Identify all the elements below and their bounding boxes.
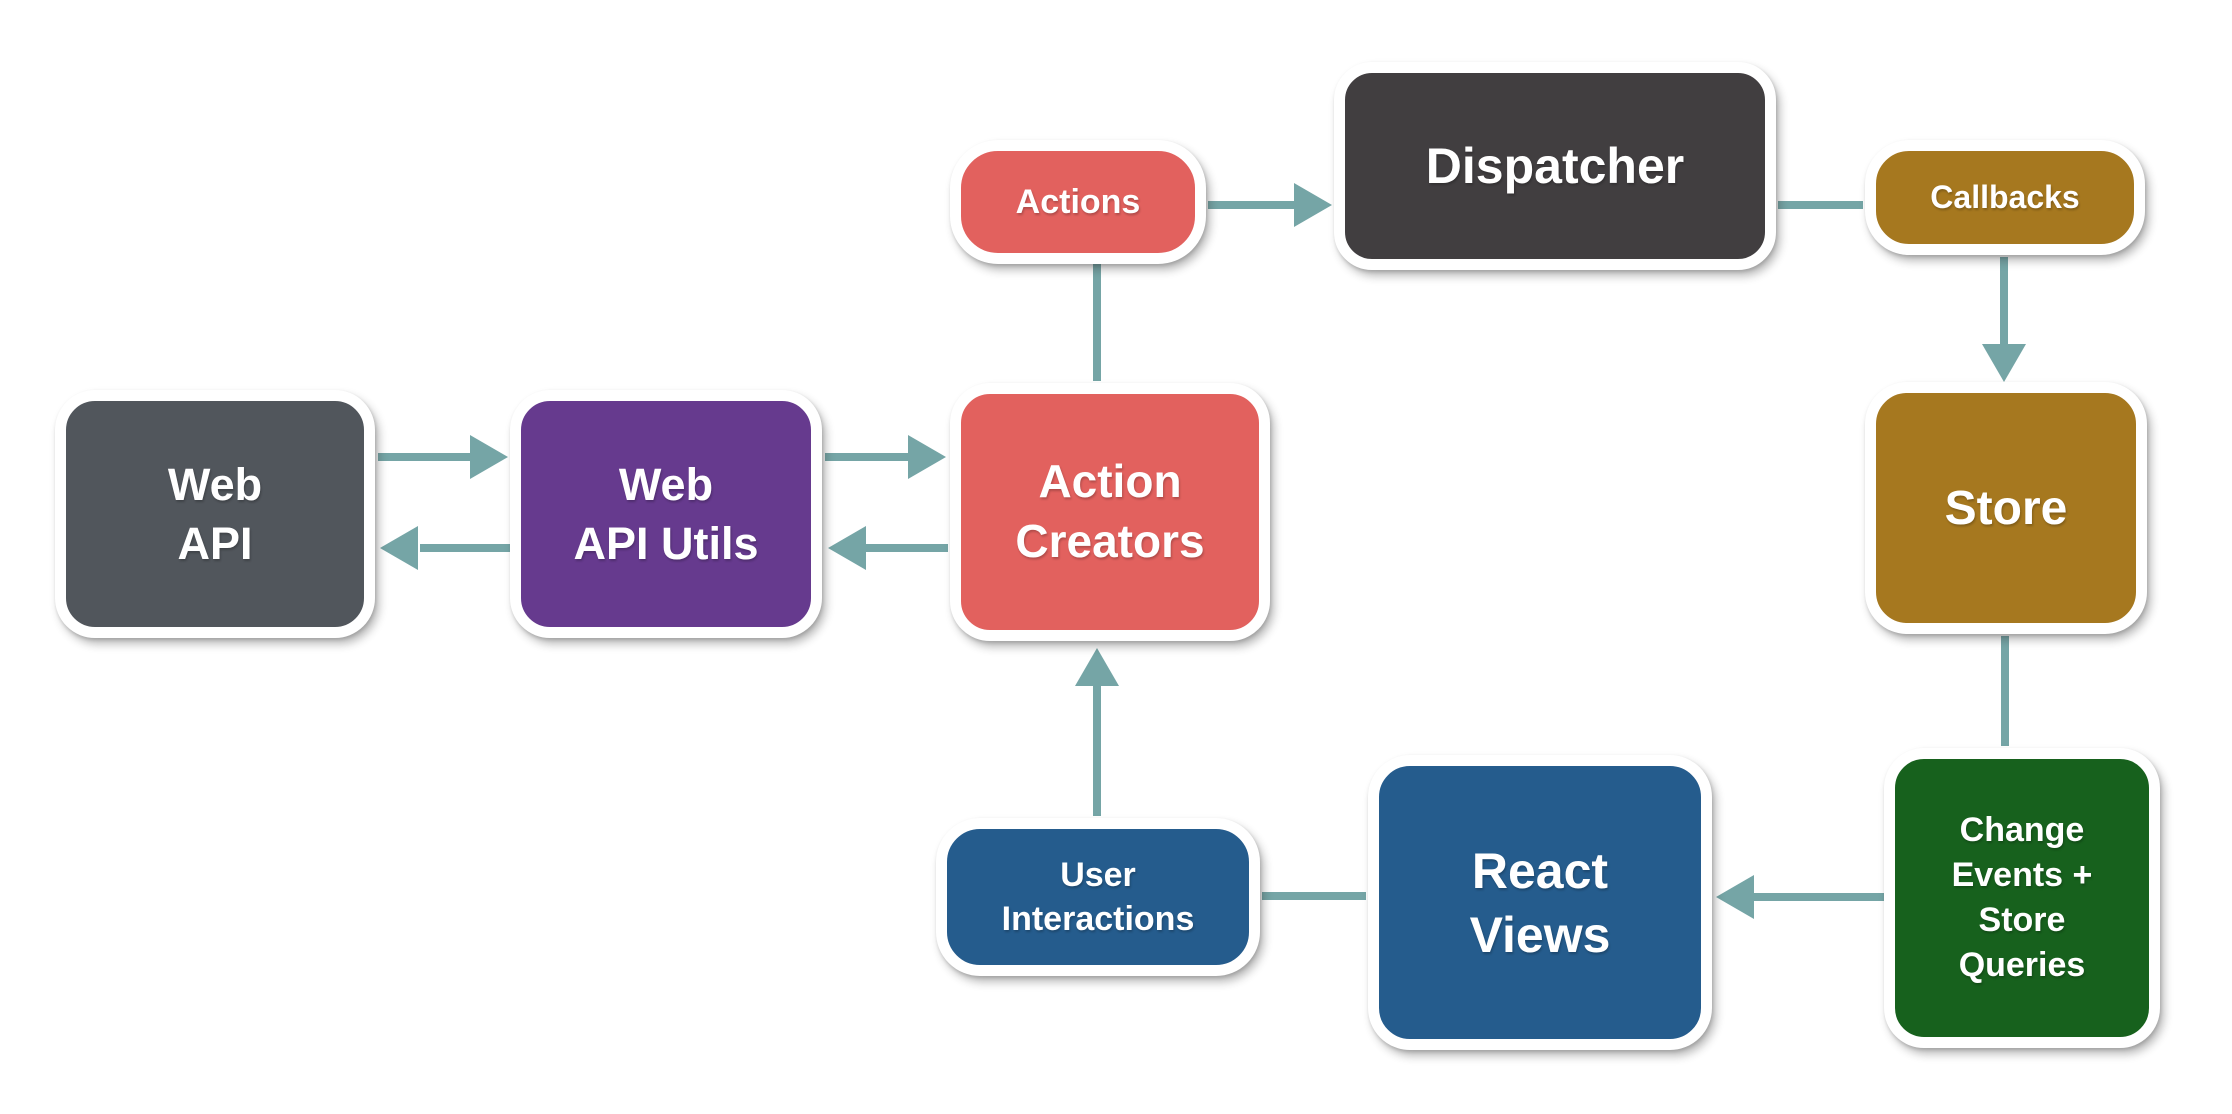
web-api-utils-label: Web API Utils [573,458,759,569]
arrowhead-change-events-to-react-views [1716,875,1754,919]
arrowhead-web-api-to-web-api-utils [470,435,508,479]
node-web-api-utils: Web API Utils [510,390,822,638]
node-react-views: React Views [1368,755,1712,1050]
node-action-creators: Action Creators [950,383,1270,641]
dispatcher-label: Dispatcher [1425,138,1685,194]
actions-label: Actions [1015,182,1141,221]
node-web-api: Web API [55,390,375,638]
user-interactions-label: User Interactions [1001,855,1195,938]
react-views-label: React Views [1469,842,1611,963]
node-user-interactions: User Interactions [936,818,1260,976]
arrowhead-user-interactions-to-action-creators [1075,648,1119,686]
arrowhead-actions-to-dispatcher [1294,183,1332,227]
arrowhead-web-api-utils-to-web-api [380,526,418,570]
change-events-label: Change Events + Store Queries [1951,810,2093,985]
store-label: Store [1944,481,2068,535]
node-callbacks: Callbacks [1865,140,2145,255]
arrowhead-action-creators-to-web-api-utils [828,526,866,570]
node-dispatcher: Dispatcher [1334,62,1776,270]
node-store: Store [1865,382,2147,634]
callbacks-label: Callbacks [1930,179,2080,215]
arrowhead-web-api-utils-to-action-creators [908,435,946,479]
node-change-events-store-queries: Change Events + Store Queries [1884,748,2160,1048]
action-creators-label: Action Creators [1015,455,1205,567]
web-api-label: Web API [167,458,263,569]
node-actions: Actions [950,140,1206,264]
arrowhead-callbacks-to-store [1982,344,2026,382]
